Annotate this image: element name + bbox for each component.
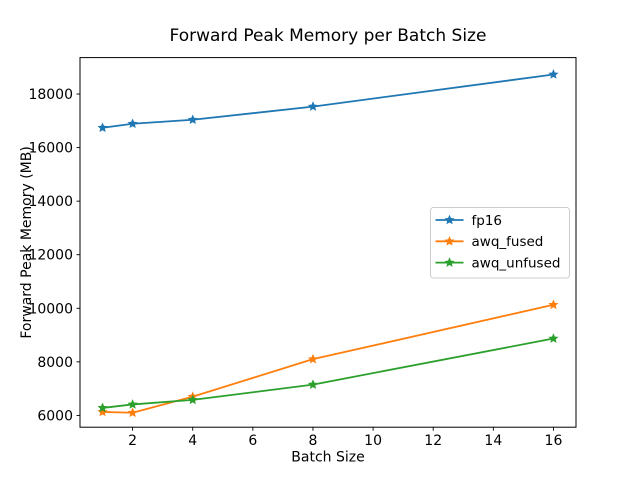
y-tick-label: 6000: [37, 408, 73, 424]
series-marker-fp16: [548, 69, 559, 79]
x-tick-label: 2: [128, 433, 137, 449]
x-tick-label: 6: [248, 433, 257, 449]
series-marker-awq_unfused: [187, 394, 198, 405]
y-tick-label: 12000: [28, 248, 73, 264]
series-marker-fp16: [307, 101, 319, 111]
series-marker-fp16: [187, 114, 198, 125]
y-tick-label: 8000: [37, 355, 73, 371]
y-axis-label: Forward Peak Memory (MB): [19, 146, 35, 338]
series-marker-awq_unfused: [97, 402, 108, 413]
series-marker-awq_fused: [548, 299, 559, 310]
series-marker-fp16: [97, 122, 108, 133]
x-axis-label: Batch Size: [291, 450, 364, 466]
legend-marker-awq_unfused: [444, 257, 455, 267]
series-marker-awq_fused: [97, 406, 108, 417]
x-tick-label: 16: [545, 433, 563, 449]
legend-label-awq_unfused: awq_unfused: [472, 255, 561, 271]
legend-marker-fp16: [444, 214, 455, 225]
y-tick-label: 18000: [28, 87, 73, 103]
series-marker-awq_unfused: [307, 379, 319, 389]
chart-title: Forward Peak Memory per Batch Size: [170, 26, 487, 46]
x-tick-label: 12: [424, 433, 442, 449]
x-tick-label: 14: [484, 433, 502, 449]
series-marker-awq_unfused: [548, 333, 559, 343]
axes-spines: [79, 57, 577, 428]
y-tick-label: 14000: [28, 194, 73, 210]
y-tick-label: 16000: [28, 141, 73, 157]
series-marker-awq_fused: [307, 353, 319, 364]
series-marker-awq_unfused: [127, 399, 138, 409]
x-tick-label: 4: [188, 433, 197, 449]
y-tick-label: 10000: [28, 301, 73, 317]
x-tick-label: 8: [309, 433, 318, 449]
legend-box: [430, 207, 570, 279]
legend-label-awq_fused: awq_fused: [472, 234, 544, 250]
series-marker-fp16: [127, 118, 138, 129]
x-tick-label: 10: [364, 433, 382, 449]
legend-label-fp16: fp16: [472, 213, 503, 229]
series-marker-awq_fused: [127, 407, 138, 418]
legend-marker-awq_fused: [444, 236, 455, 246]
